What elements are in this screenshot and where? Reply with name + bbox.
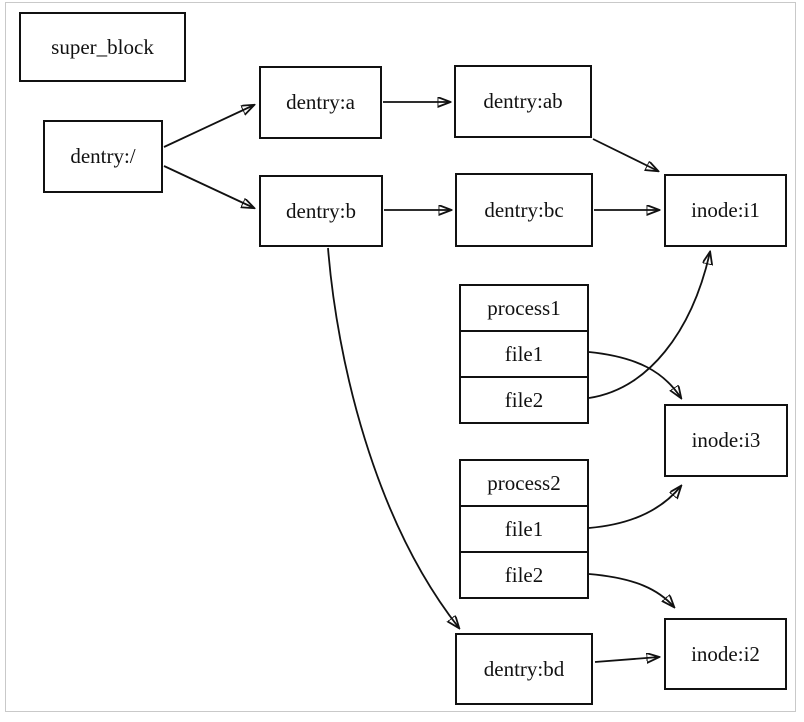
node-dentry-root: dentry:/ (43, 120, 163, 193)
edge-dentryb-dentrybd (327, 247, 459, 628)
edge-p1file2-inodei1 (588, 252, 710, 399)
node-dentry-ab: dentry:ab (454, 65, 592, 138)
node-super-block-label: super_block (51, 34, 154, 59)
node-inode-i1: inode:i1 (664, 174, 787, 247)
node-dentry-a-label: dentry:a (286, 90, 355, 114)
edge-p2file2-inodei2 (588, 573, 674, 607)
record-process2-file1: file1 (461, 505, 587, 551)
node-inode-i2-label: inode:i2 (691, 641, 760, 666)
node-inode-i1-label: inode:i1 (691, 198, 760, 222)
record-process1: process1 file1 file2 (459, 284, 589, 424)
node-inode-i2: inode:i2 (664, 618, 787, 690)
record-process2-header: process2 (487, 470, 561, 495)
record-process1-file1: file1 (461, 330, 587, 376)
node-dentry-a: dentry:a (259, 66, 382, 139)
record-process1-header: process1 (487, 295, 561, 320)
edge-dentrybd-inodei2 (594, 657, 659, 662)
record-process2: process2 file1 file2 (459, 459, 589, 599)
node-dentry-bc: dentry:bc (455, 173, 593, 247)
node-dentry-bc-label: dentry:bc (484, 197, 564, 222)
node-dentry-b: dentry:b (259, 175, 383, 247)
node-dentry-ab-label: dentry:ab (483, 89, 563, 113)
node-dentry-bd: dentry:bd (455, 633, 593, 705)
node-inode-i3-label: inode:i3 (691, 428, 761, 452)
edge-p1file1-inodei3 (588, 351, 681, 398)
edge-dentryroot-dentrya (163, 105, 254, 148)
edge-p2file1-inodei3 (588, 486, 681, 529)
node-dentry-b-label: dentry:b (286, 198, 356, 223)
node-dentry-bd-label: dentry:bd (483, 656, 565, 681)
record-process2-file2: file2 (461, 551, 587, 597)
node-dentry-root-label: dentry:/ (70, 144, 136, 168)
node-super-block: super_block (19, 12, 186, 82)
record-process1-file2: file2 (461, 376, 587, 422)
edge-dentryroot-dentryb (163, 165, 254, 208)
edge-dentryab-inodei1 (592, 138, 658, 171)
node-inode-i3: inode:i3 (664, 404, 788, 477)
